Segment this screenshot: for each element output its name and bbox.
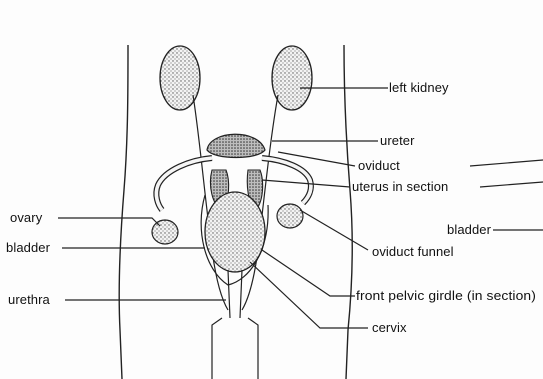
leader-pelvic-girdle <box>262 250 355 296</box>
label-left-kidney: left kidney <box>389 80 449 95</box>
vestibule-right <box>248 318 258 379</box>
label-front-pelvic-girdle: front pelvic girdle (in section) <box>356 288 536 303</box>
label-oviduct-funnel: oviduct funnel <box>372 244 454 259</box>
vagina-tube <box>240 270 242 318</box>
label-cervix: cervix <box>372 320 407 335</box>
label-uterus-in-section: uterus in section <box>352 179 448 194</box>
vestibule <box>212 318 222 379</box>
label-bladder-right: bladder <box>447 222 492 237</box>
leader-uterus-right <box>480 182 543 187</box>
leader-ovary <box>58 218 160 226</box>
body-outline-left <box>119 45 128 379</box>
label-urethra: urethra <box>8 292 51 307</box>
label-ureter: ureter <box>380 133 415 148</box>
label-ovary: ovary <box>10 210 43 225</box>
urethra-tube <box>228 270 230 318</box>
body-outline-right <box>344 45 352 379</box>
label-bladder-left: bladder <box>6 240 51 255</box>
bladder-shape <box>205 192 265 272</box>
ovary-right-shape <box>277 204 303 228</box>
label-oviduct: oviduct <box>358 158 400 173</box>
ovary-left-shape <box>152 220 178 244</box>
leader-oviduct-funnel <box>300 210 368 250</box>
leader-uterus <box>262 180 350 187</box>
left-kidney-shape <box>272 46 312 110</box>
leader-oviduct-right <box>470 160 543 166</box>
uterus-top <box>207 134 265 157</box>
